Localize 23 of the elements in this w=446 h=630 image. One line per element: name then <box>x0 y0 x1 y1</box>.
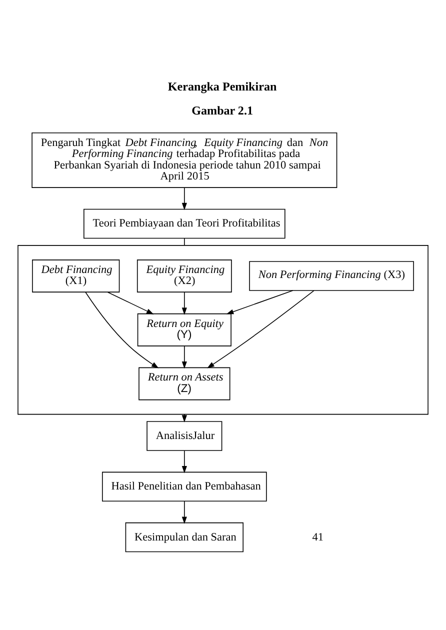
node-box: Return on Assets (Z) <box>138 367 230 400</box>
node-box: Kesimpulan dan Saran <box>125 522 244 552</box>
label: 41 <box>312 531 324 544</box>
node-box: Return on Equity (Y) <box>137 313 232 346</box>
arrow <box>182 450 187 474</box>
arrow <box>207 290 314 368</box>
arrow <box>182 187 187 210</box>
caption: Gambar 2.1 <box>192 103 254 118</box>
arrow <box>85 292 159 368</box>
connector <box>184 238 185 246</box>
arrow <box>182 346 187 369</box>
arrow <box>226 290 294 314</box>
node-box: Pengaruh Tingkat Debt Financing, Equity Financing dan Non Performing Financing terhadap Profitabilitas pada Perbankan Syariah di Indonesia periode tahun 2010 sampai April 2015 <box>32 132 338 188</box>
node-box: Debt Financing (X1) <box>32 260 120 292</box>
node-box: Non Performing Financing (X3) <box>249 261 414 291</box>
node-box: Hasil Penelitian dan Pembahasan <box>102 472 267 502</box>
arrow <box>107 292 154 314</box>
diagram-title: Kerangka Pemikiran <box>168 79 277 94</box>
node-box: Teori Pembiayaan dan Teori Profitabilitas <box>84 208 286 239</box>
node-box: AnalisisJalur <box>146 421 222 451</box>
arrow <box>182 292 187 315</box>
node-box: Equity Financing (X2) <box>136 260 232 292</box>
arrow <box>182 500 187 524</box>
